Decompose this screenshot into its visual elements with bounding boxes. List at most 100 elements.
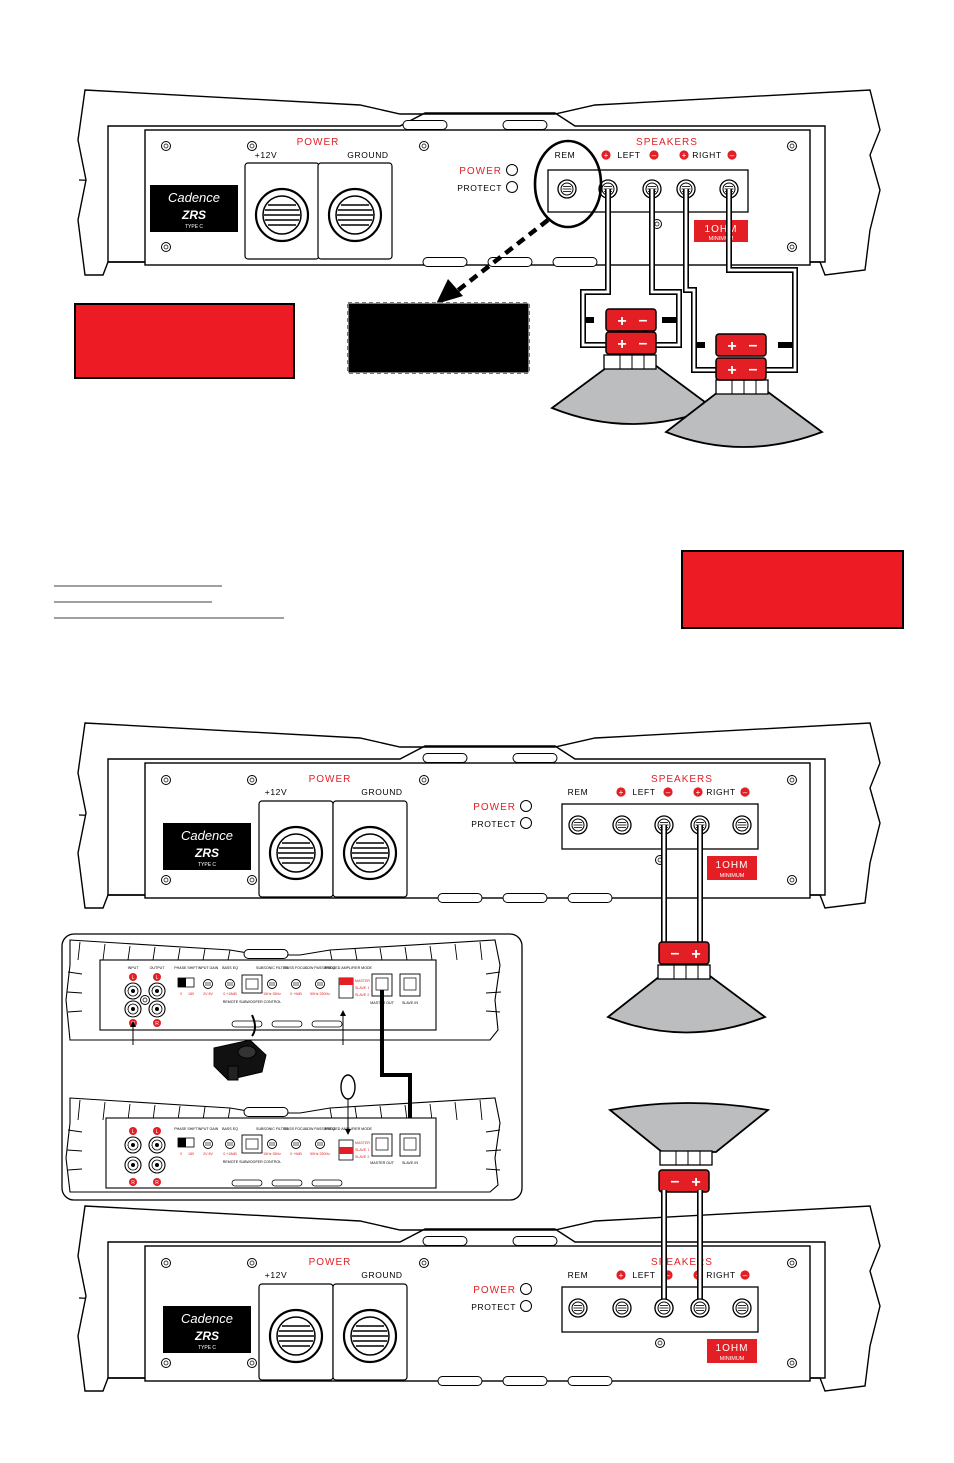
svg-text:L: L xyxy=(132,1129,135,1135)
speaker-2-terminal-a xyxy=(715,333,767,357)
svg-text:+: + xyxy=(604,151,609,160)
protect-led-label: PROTECT xyxy=(457,183,502,193)
rem-label: REM xyxy=(555,150,576,160)
svg-text:1OHM: 1OHM xyxy=(716,1343,749,1354)
power-led-label: POWER xyxy=(459,166,502,177)
speaker-3: – + xyxy=(606,941,767,1034)
svg-text:+: + xyxy=(691,1174,700,1191)
svg-text:SLAVE IN: SLAVE IN xyxy=(402,1001,418,1005)
svg-text:ZRS: ZRS xyxy=(194,846,219,860)
svg-text:RIGHT: RIGHT xyxy=(706,787,735,797)
svg-text:180: 180 xyxy=(188,992,194,996)
svg-text:PHASE SHIFT: PHASE SHIFT xyxy=(174,966,198,970)
svg-text:–: – xyxy=(730,151,735,160)
svg-text:+: + xyxy=(619,1271,624,1280)
ground-label: GROUND xyxy=(347,150,388,160)
svg-text:–: – xyxy=(639,312,648,329)
svg-text:GROUND: GROUND xyxy=(361,787,402,797)
svg-text:BRIDGED AMPLIFIER MODE: BRIDGED AMPLIFIER MODE xyxy=(324,966,373,970)
dashed-arrow xyxy=(450,218,550,297)
speaker-1-terminal-a xyxy=(605,308,657,332)
svg-text:+: + xyxy=(682,151,687,160)
power-led xyxy=(506,164,518,176)
step-marker-oval xyxy=(340,1074,356,1100)
minus-icon xyxy=(649,150,659,160)
svg-text:0: 0 xyxy=(180,992,182,996)
svg-text:SLAVE 2: SLAVE 2 xyxy=(355,1155,369,1159)
svg-text:ZRS: ZRS xyxy=(181,208,206,222)
svg-text:SUBSONIC FILTER: SUBSONIC FILTER xyxy=(256,1127,288,1131)
svg-text:L: L xyxy=(132,975,135,981)
rem-highlight-circle xyxy=(533,139,603,229)
svg-text:SLAVE IN: SLAVE IN xyxy=(402,1161,418,1165)
svg-text:50Hz 250Hz: 50Hz 250Hz xyxy=(310,1152,330,1156)
speaker-1-terminal-b xyxy=(605,331,657,355)
svg-text:–: – xyxy=(639,335,648,352)
svg-text:POWER: POWER xyxy=(309,774,352,785)
svg-text:Cadence: Cadence xyxy=(168,190,220,205)
svg-text:–: – xyxy=(743,788,748,797)
svg-text:TYPE C: TYPE C xyxy=(198,862,216,868)
svg-text:POWER: POWER xyxy=(309,1257,352,1268)
svg-text:INPUT GAIN: INPUT GAIN xyxy=(198,1127,219,1131)
power-title: POWER xyxy=(297,137,340,148)
svg-text:LOW PASS FREQ: LOW PASS FREQ xyxy=(305,966,335,970)
svg-text:–: – xyxy=(743,1271,748,1280)
svg-text:SUBSONIC FILTER: SUBSONIC FILTER xyxy=(256,966,288,970)
svg-text:MASTER: MASTER xyxy=(355,1141,370,1145)
svg-text:POWER: POWER xyxy=(473,1285,516,1296)
svg-text:BASS FOCUS: BASS FOCUS xyxy=(284,966,308,970)
svg-text:+: + xyxy=(617,313,626,330)
control-amp-slave: L L R R PHASE SHIFT 0 180 INPUT GAIN 2V … xyxy=(65,1097,502,1193)
arrow-head-icon xyxy=(436,279,463,304)
svg-text:SPEAKERS: SPEAKERS xyxy=(651,774,713,785)
amplifier-middle: POWER +12V GROUND POWER PROTECT SPEAKERS… xyxy=(77,722,881,909)
svg-text:PROTECT: PROTECT xyxy=(471,1302,516,1312)
svg-text:0 +9dB: 0 +9dB xyxy=(290,1152,302,1156)
svg-text:0: 0 xyxy=(180,1152,182,1156)
svg-text:2V 8V: 2V 8V xyxy=(203,1152,213,1156)
svg-text:R: R xyxy=(155,1021,159,1027)
svg-text:–: – xyxy=(652,151,657,160)
speaker-1: + – + – xyxy=(550,308,715,425)
svg-text:0 +9dB: 0 +9dB xyxy=(290,992,302,996)
svg-text:TYPE C: TYPE C xyxy=(198,1345,216,1351)
speaker-4: – + xyxy=(607,1102,771,1193)
svg-text:1OHM: 1OHM xyxy=(705,224,738,235)
svg-text:MINIMUM: MINIMUM xyxy=(720,873,745,879)
svg-text:RIGHT: RIGHT xyxy=(706,1270,735,1280)
svg-text:SLAVE 1: SLAVE 1 xyxy=(355,986,369,990)
svg-text:INPUT: INPUT xyxy=(128,966,140,970)
svg-text:INPUT GAIN: INPUT GAIN xyxy=(198,966,219,970)
speaker-2-terminal-b xyxy=(715,357,767,381)
svg-text:–: – xyxy=(749,361,758,378)
plus12v-terminal xyxy=(243,161,321,261)
svg-text:1OHM: 1OHM xyxy=(716,860,749,871)
svg-text:OUTPUT: OUTPUT xyxy=(150,966,166,970)
speakers-title: SPEAKERS xyxy=(636,137,698,148)
svg-text:SPEAKERS: SPEAKERS xyxy=(651,1257,713,1268)
red-label-box-1 xyxy=(74,303,295,379)
master-slave-cable xyxy=(380,990,412,1148)
svg-text:+12V: +12V xyxy=(265,1270,288,1280)
svg-text:+12V: +12V xyxy=(265,787,288,797)
svg-text:15Hz 35Hz: 15Hz 35Hz xyxy=(263,1152,281,1156)
svg-text:REM: REM xyxy=(568,1270,589,1280)
svg-text:BASS FOCUS: BASS FOCUS xyxy=(284,1127,308,1131)
svg-text:MASTER: MASTER xyxy=(355,979,370,983)
svg-text:REMOTE SUBWOOFER CONTROL: REMOTE SUBWOOFER CONTROL xyxy=(223,1160,282,1164)
svg-text:TYPE C: TYPE C xyxy=(185,224,203,230)
svg-text:+: + xyxy=(696,788,701,797)
svg-text:180: 180 xyxy=(188,1152,194,1156)
svg-text:BASS EQ: BASS EQ xyxy=(222,1127,238,1131)
svg-text:+: + xyxy=(691,946,700,963)
amplifier-bottom: POWER +12V GROUND POWER PROTECT SPEAKERS… xyxy=(77,1205,881,1392)
svg-text:SLAVE 2: SLAVE 2 xyxy=(355,993,369,997)
red-label-box-2 xyxy=(681,550,904,629)
svg-text:Cadence: Cadence xyxy=(181,1311,233,1326)
svg-text:POWER: POWER xyxy=(473,802,516,813)
ground-terminal xyxy=(316,161,394,261)
minus-icon xyxy=(727,150,737,160)
svg-text:LEFT: LEFT xyxy=(632,1270,655,1280)
